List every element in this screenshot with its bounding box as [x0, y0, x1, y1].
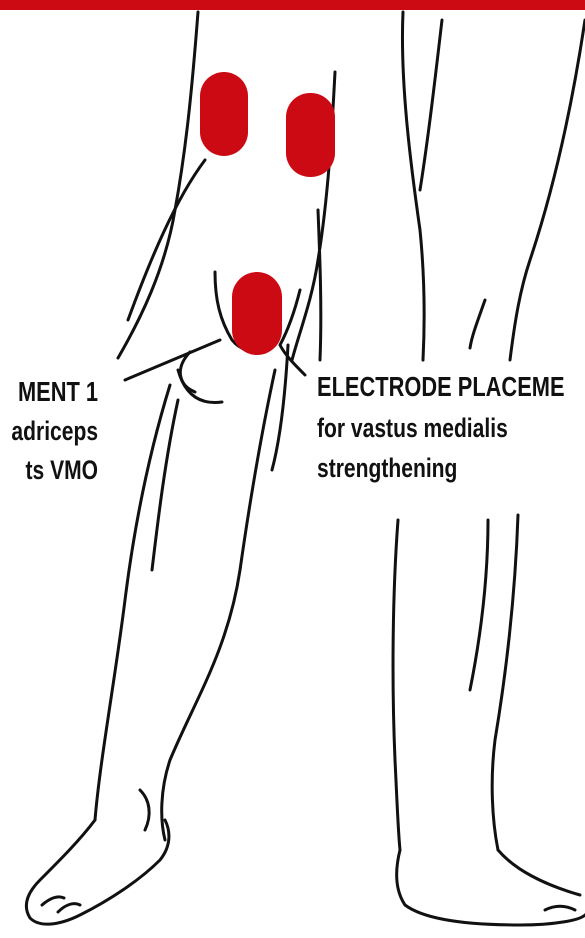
- left-ankle-bone-line: [140, 790, 149, 830]
- right-leg-small-curve: [470, 300, 485, 348]
- right-leg-inner-thigh-line: [420, 20, 442, 190]
- right-label-purpose: strengthening: [317, 455, 565, 495]
- left-calf-line: [272, 345, 288, 470]
- left-label-target: ts VMO: [11, 457, 98, 496]
- right-label-muscle: for vastus medialis: [317, 415, 565, 455]
- upper-left-electrode-pad: [200, 72, 248, 156]
- left-label-muscle: adriceps: [11, 418, 98, 457]
- right-shin-left-line: [393, 520, 400, 850]
- left-toe-line-2: [58, 904, 80, 912]
- left-ankle-outer-line: [26, 820, 169, 924]
- kneecap-side-curve: [180, 352, 195, 392]
- right-leg-right-contour-line: [510, 20, 585, 360]
- left-placement-label: MENT 1 adriceps ts VMO: [11, 378, 98, 496]
- left-toe-line-1: [42, 897, 64, 905]
- right-placement-label: ELECTRODE PLACEME for vastus medialis st…: [317, 373, 565, 495]
- right-knee-inner-line: [318, 210, 321, 360]
- right-foot-toe-line: [545, 906, 575, 910]
- left-leg-outer-thigh-line: [118, 12, 198, 358]
- right-shin-right-line: [492, 515, 518, 850]
- left-leg-front-contour-line: [128, 160, 205, 320]
- right-foot-top-line: [498, 850, 580, 895]
- right-shin-inner-line: [470, 520, 488, 690]
- left-label-title: MENT 1: [11, 378, 98, 418]
- right-label-title: ELECTRODE PLACEME: [317, 373, 565, 415]
- upper-right-electrode-pad: [286, 93, 335, 177]
- left-shin-inner-line: [162, 370, 275, 840]
- knee-electrode-pad: [232, 272, 282, 355]
- knee-lateral-line: [125, 340, 220, 380]
- left-shin-contour-line: [152, 400, 178, 570]
- left-shin-outer-line: [95, 385, 170, 820]
